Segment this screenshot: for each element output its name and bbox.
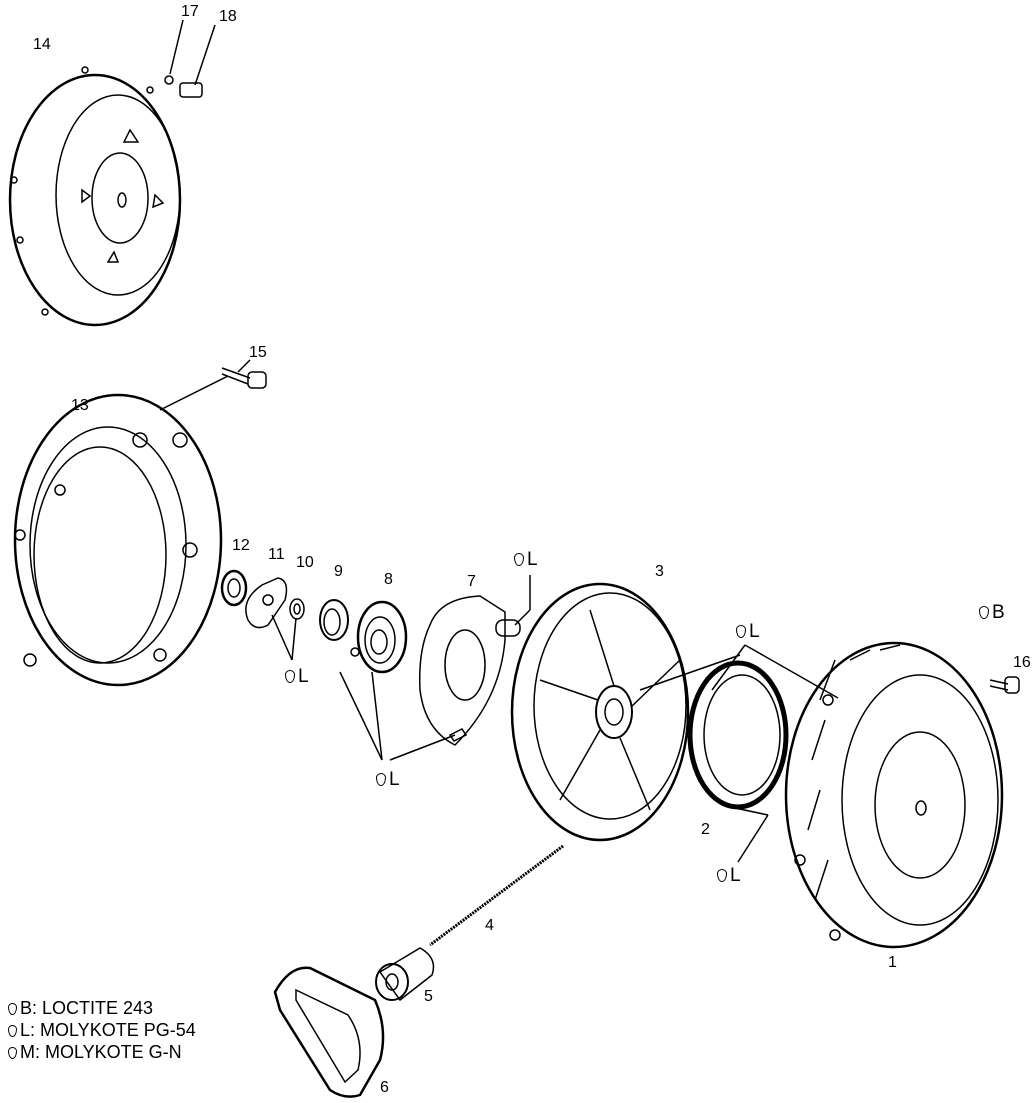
callout-13: 13 bbox=[71, 397, 89, 414]
legend-item-l: L: MOLYKOTE PG-54 bbox=[8, 1019, 196, 1041]
part-16-screw bbox=[989, 676, 1020, 694]
part-14-cover bbox=[8, 19, 216, 327]
part-12-nut bbox=[220, 569, 248, 607]
lubricant-marker: B bbox=[979, 603, 1005, 623]
callout-4: 4 bbox=[485, 917, 494, 934]
part-5-rope-grip bbox=[375, 947, 435, 1002]
callout-2: 2 bbox=[701, 821, 710, 838]
part-10-washer bbox=[289, 598, 305, 620]
drop-icon bbox=[717, 869, 727, 882]
part-1-housing bbox=[784, 641, 1004, 949]
part-11-pawl bbox=[245, 577, 297, 661]
callout-7: 7 bbox=[467, 573, 476, 590]
part-13-ring bbox=[13, 393, 223, 687]
drop-icon bbox=[8, 1047, 17, 1059]
drop-icon bbox=[979, 606, 989, 619]
callout-8: 8 bbox=[384, 571, 393, 588]
part-15-screw bbox=[159, 359, 267, 411]
callout-11: 11 bbox=[268, 546, 285, 563]
drop-icon bbox=[8, 1003, 17, 1015]
callout-12: 12 bbox=[232, 537, 250, 554]
lubricant-marker: L bbox=[717, 866, 741, 886]
lubricant-legend: B: LOCTITE 243 L: MOLYKOTE PG-54 M: MOLY… bbox=[8, 997, 196, 1063]
callout-14: 14 bbox=[33, 36, 51, 53]
callout-10: 10 bbox=[296, 554, 314, 571]
lubricant-marker: L bbox=[514, 550, 538, 570]
callout-18: 18 bbox=[219, 8, 237, 25]
lubricant-marker: L bbox=[736, 622, 760, 642]
part-8-spring bbox=[339, 600, 456, 761]
part-2-recoil-spring bbox=[687, 644, 839, 863]
part-9-bushing bbox=[319, 599, 349, 641]
drop-icon bbox=[736, 625, 746, 638]
legend-item-b: B: LOCTITE 243 bbox=[8, 997, 196, 1019]
callout-9: 9 bbox=[334, 563, 343, 580]
callout-1: 1 bbox=[888, 954, 897, 971]
callout-17: 17 bbox=[181, 3, 199, 20]
callout-16: 16 bbox=[1013, 654, 1031, 671]
callout-3: 3 bbox=[655, 563, 664, 580]
drop-icon bbox=[376, 773, 386, 786]
legend-item-m: M: MOLYKOTE G-N bbox=[8, 1041, 196, 1063]
part-7-ratchet bbox=[418, 575, 531, 746]
part-6-handle bbox=[273, 966, 385, 1098]
callout-15: 15 bbox=[249, 344, 267, 361]
part-3-pulley bbox=[510, 582, 741, 842]
lubricant-marker: L bbox=[376, 770, 400, 790]
drop-icon bbox=[285, 670, 295, 683]
drop-icon bbox=[8, 1025, 17, 1037]
part-4-rope bbox=[429, 844, 564, 947]
drop-icon bbox=[514, 553, 524, 566]
lubricant-marker: L bbox=[285, 667, 309, 687]
callout-5: 5 bbox=[424, 988, 433, 1005]
callout-6: 6 bbox=[380, 1079, 389, 1096]
